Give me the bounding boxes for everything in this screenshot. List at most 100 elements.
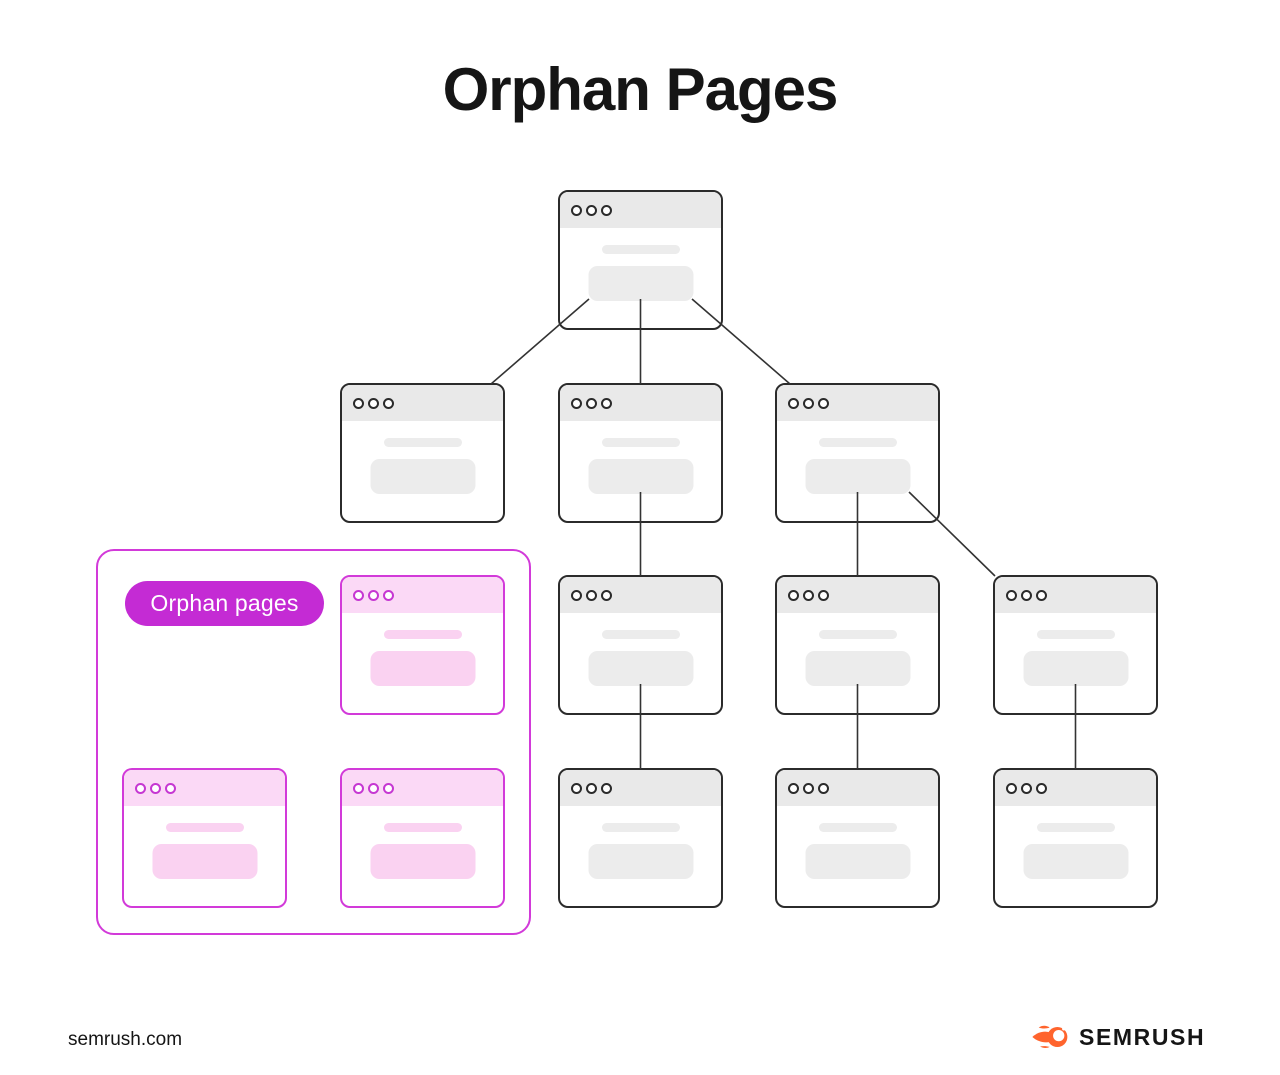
window-dot-icon <box>586 397 597 409</box>
window-dot-icon <box>818 397 829 409</box>
page-body <box>342 613 503 713</box>
window-dot-icon <box>818 782 829 794</box>
page-body <box>560 421 721 521</box>
window-dot-icon <box>1036 782 1047 794</box>
window-dot-icon <box>803 397 814 409</box>
orphan-page-card-1 <box>340 575 505 715</box>
window-dot-icon <box>571 589 582 601</box>
window-dot-icon <box>1021 589 1032 601</box>
window-dot-icon <box>586 204 597 216</box>
browser-titlebar <box>124 770 285 806</box>
title-placeholder-line <box>601 438 680 447</box>
window-dot-icon <box>353 589 364 601</box>
content-placeholder-block <box>588 651 693 686</box>
window-dot-icon <box>353 782 364 794</box>
page-body <box>777 613 938 713</box>
window-dot-icon <box>586 589 597 601</box>
window-dot-icon <box>601 204 612 216</box>
page-title: Orphan Pages <box>442 56 839 123</box>
window-dot-icon <box>803 782 814 794</box>
semrush-logo: SEMRUSH <box>1031 1022 1205 1052</box>
window-dot-icon <box>803 589 814 601</box>
page-body <box>995 806 1156 906</box>
browser-titlebar <box>342 577 503 613</box>
title-placeholder-line <box>383 823 462 832</box>
orphan-page-card-3 <box>340 768 505 908</box>
content-placeholder-block <box>370 651 475 686</box>
page-card-level2-right <box>775 383 940 523</box>
page-card-level3-middle <box>558 575 723 715</box>
window-dot-icon <box>601 589 612 601</box>
title-placeholder-line <box>383 630 462 639</box>
window-dot-icon <box>383 589 394 601</box>
browser-titlebar <box>995 770 1156 806</box>
window-dot-icon <box>1006 782 1017 794</box>
browser-titlebar <box>560 770 721 806</box>
browser-titlebar <box>560 577 721 613</box>
content-placeholder-block <box>805 651 910 686</box>
window-dot-icon <box>571 204 582 216</box>
title-placeholder-line <box>818 630 897 639</box>
window-dot-icon <box>788 397 799 409</box>
browser-titlebar <box>777 385 938 421</box>
browser-titlebar <box>995 577 1156 613</box>
browser-titlebar <box>342 385 503 421</box>
window-dot-icon <box>1036 589 1047 601</box>
title-placeholder-line <box>165 823 244 832</box>
page-body <box>777 806 938 906</box>
window-dot-icon <box>788 782 799 794</box>
title-placeholder-line <box>601 630 680 639</box>
window-dot-icon <box>601 782 612 794</box>
page-body <box>995 613 1156 713</box>
content-placeholder-block <box>588 844 693 879</box>
content-placeholder-block <box>152 844 257 879</box>
window-dot-icon <box>571 782 582 794</box>
browser-titlebar <box>560 385 721 421</box>
browser-titlebar <box>777 577 938 613</box>
site-url: semrush.com <box>68 1029 183 1050</box>
content-placeholder-block <box>370 844 475 879</box>
page-body <box>560 806 721 906</box>
page-body <box>560 228 721 328</box>
window-dot-icon <box>788 589 799 601</box>
window-dot-icon <box>383 782 394 794</box>
page-card-level4-middle <box>558 768 723 908</box>
page-card-level4-right-2 <box>993 768 1158 908</box>
title-placeholder-line <box>383 438 462 447</box>
window-dot-icon <box>135 782 146 794</box>
page-body <box>342 421 503 521</box>
window-dot-icon <box>353 397 364 409</box>
semrush-wordmark: SEMRUSH <box>1079 1023 1206 1050</box>
content-placeholder-block <box>805 459 910 494</box>
semrush-flame-icon <box>1032 1025 1068 1049</box>
window-dot-icon <box>165 782 176 794</box>
window-dot-icon <box>571 397 582 409</box>
page-card-root <box>558 190 723 330</box>
window-dot-icon <box>586 782 597 794</box>
window-dot-icon <box>1006 589 1017 601</box>
browser-titlebar <box>560 192 721 228</box>
window-dot-icon <box>383 397 394 409</box>
title-placeholder-line <box>601 823 680 832</box>
page-body <box>777 421 938 521</box>
window-dot-icon <box>601 397 612 409</box>
browser-titlebar <box>342 770 503 806</box>
title-placeholder-line <box>1036 630 1115 639</box>
content-placeholder-block <box>370 459 475 494</box>
browser-titlebar <box>777 770 938 806</box>
window-dot-icon <box>150 782 161 794</box>
window-dot-icon <box>368 589 379 601</box>
page-body <box>124 806 285 906</box>
window-dot-icon <box>368 397 379 409</box>
content-placeholder-block <box>805 844 910 879</box>
page-card-level2-left <box>340 383 505 523</box>
title-placeholder-line <box>818 438 897 447</box>
page-card-level4-right-1 <box>775 768 940 908</box>
window-dot-icon <box>368 782 379 794</box>
orphan-page-card-2 <box>122 768 287 908</box>
title-placeholder-line <box>1036 823 1115 832</box>
page-card-level2-middle <box>558 383 723 523</box>
page-body <box>560 613 721 713</box>
